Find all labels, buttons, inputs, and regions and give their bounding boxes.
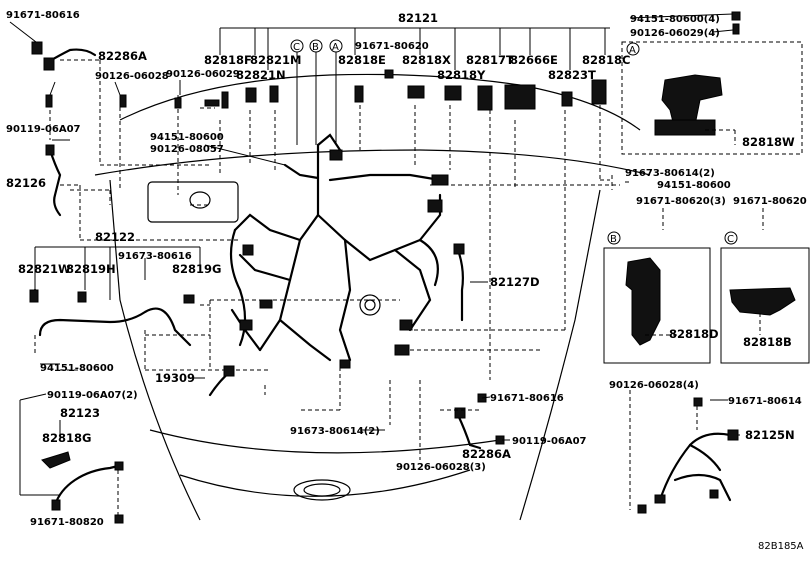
callout-A-top-text: A [332, 42, 339, 53]
label-90119-06A07-left: 90119-06A07 [6, 124, 81, 135]
callout-C-box [724, 231, 738, 245]
label-82286A-low: 82286A [462, 447, 511, 461]
label-82127D: 82127D [490, 275, 540, 289]
callout-A-box-text: A [629, 45, 636, 56]
label-82818Y: 82818Y [437, 68, 486, 82]
label-91671-80620-3: 91671-80620(3) [636, 196, 726, 207]
callout-C-top-text: C [293, 42, 300, 53]
engine-harness-82121 [229, 133, 449, 369]
label-82823T: 82823T [548, 68, 596, 82]
label-82818E: 82818E [338, 53, 386, 67]
label-82818G: 82818G [42, 431, 91, 445]
label-91671-80820: 91671-80820 [30, 517, 104, 528]
vehicle-body-outline [94, 73, 651, 521]
callout-circles: C B A A B C [290, 39, 738, 245]
label-82666E: 82666E [510, 53, 558, 67]
label-91671-80620-top: 91671-80620 [355, 41, 429, 52]
harness-82127D [453, 243, 488, 322]
label-94151-80600-right: 94151-80600 [657, 180, 731, 191]
lower-leader-lines [60, 329, 565, 460]
label-82818X: 82818X [402, 53, 451, 67]
label-82125N: 82125N [745, 428, 795, 442]
harness-82122-group [29, 246, 400, 371]
right-leader-lines [611, 175, 764, 230]
label-82286A-top: 82286A [98, 49, 147, 63]
callout-B-top-text: B [312, 42, 319, 53]
label-82819H: 82819H [66, 262, 116, 276]
diagram-ref-code: 82B185A [758, 541, 804, 552]
label-91671-80614: 91671-80614 [728, 396, 802, 407]
label-82818W: 82818W [742, 135, 795, 149]
label-82123: 82123 [60, 406, 100, 420]
label-82817T: 82817T [466, 53, 514, 67]
label-82122: 82122 [95, 230, 135, 244]
label-82818D: 82818D [669, 327, 719, 341]
small-parts-top-left [45, 11, 741, 111]
wire-82286A-top [31, 41, 97, 71]
callout-C-box-text: C [727, 234, 734, 245]
label-90126-06029-4: 90126-06029(4) [630, 28, 720, 39]
callout-C-top [290, 39, 304, 53]
label-94151-80600-mid: 94151-80600 [150, 132, 224, 143]
label-91673-80614-2-right: 91673-80614(2) [625, 168, 715, 179]
label-91671-80620-right: 91671-80620 [733, 196, 807, 207]
label-82121: 82121 [398, 11, 438, 25]
callout-B-box [607, 231, 621, 245]
harness-82126 [45, 144, 240, 241]
label-90126-06028-4: 90126-06028(4) [609, 380, 699, 391]
label-94151-80600-low: 94151-80600 [40, 363, 114, 374]
part-19309 [188, 365, 235, 397]
part-labels: 91671-80616 82286A 82121 94151-80600(4) … [6, 10, 807, 552]
label-82818F: 82818F [204, 53, 252, 67]
label-91671-80616-top: 91671-80616 [6, 10, 80, 21]
label-90119-06A07-low: 90119-06A07 [512, 436, 587, 447]
callout-A-box [626, 42, 640, 56]
label-91671-80616-low: 91671-80616 [490, 393, 564, 404]
inset-box-C [720, 247, 810, 364]
label-90126-06028-top: 90126-06028 [95, 71, 169, 82]
label-90126-06028-3: 90126-06028(3) [396, 462, 486, 473]
label-91673-80616: 91673-80616 [118, 251, 192, 262]
label-82821N: 82821N [236, 68, 286, 82]
callout-B-box-text: B [610, 234, 617, 245]
label-82821W: 82821W [18, 262, 71, 276]
label-94151-80600-4: 94151-80600(4) [630, 14, 720, 25]
callout-A-top [329, 39, 343, 53]
label-leader-ticks [9, 13, 740, 441]
label-19309: 19309 [155, 371, 195, 385]
label-91673-80614-2-low: 91673-80614(2) [290, 426, 380, 437]
label-82818B: 82818B [743, 335, 792, 349]
label-82126: 82126 [6, 176, 46, 190]
label-90126-08057: 90126-08057 [150, 144, 224, 155]
label-90126-06029: 90126-06029 [166, 69, 240, 80]
label-82821M: 82821M [250, 53, 301, 67]
harness-82125N [629, 390, 739, 514]
top-leader-lines [49, 27, 620, 335]
callout-B-top [309, 39, 323, 53]
inset-box-B [603, 247, 711, 364]
label-90119-06A07-2: 90119-06A07(2) [47, 390, 138, 401]
label-82818C: 82818C [582, 53, 630, 67]
inset-box-A [621, 41, 803, 155]
label-82819G: 82819G [172, 262, 221, 276]
harness-82123 [19, 400, 124, 524]
